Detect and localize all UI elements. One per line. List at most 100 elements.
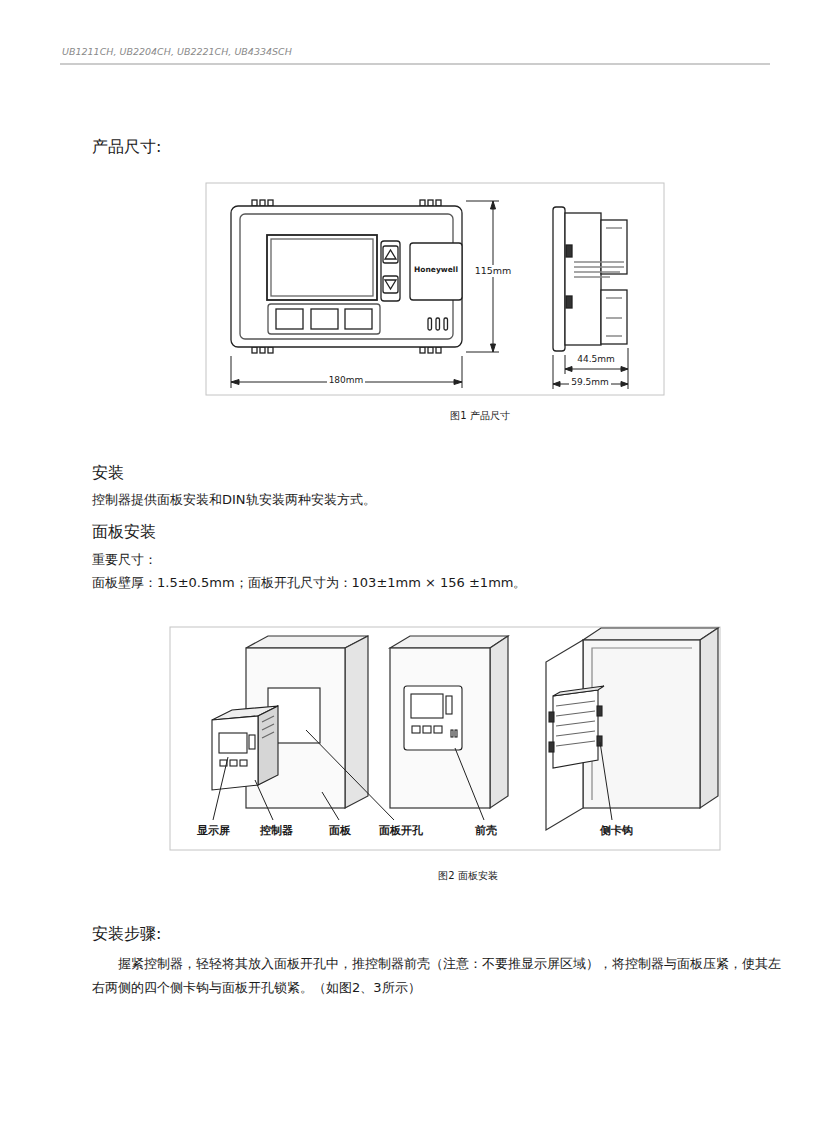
part-name: 面板 bbox=[329, 824, 351, 838]
section-heading: 安装 bbox=[92, 463, 124, 483]
header-rule bbox=[60, 64, 770, 65]
controller-behind-door bbox=[556, 731, 595, 736]
controller-side-view bbox=[601, 220, 627, 274]
dimension-lines bbox=[565, 355, 566, 374]
part-name: 控制器 bbox=[260, 824, 293, 838]
panel-box-open bbox=[546, 628, 718, 830]
dimension-lines bbox=[231, 380, 239, 385]
dimension-lines bbox=[565, 367, 572, 372]
controller-front-view bbox=[276, 309, 303, 329]
panel-box-open bbox=[583, 640, 700, 808]
dimension-label: 44.5mm bbox=[577, 354, 615, 365]
controller-behind-door bbox=[553, 686, 604, 696]
leader-lines bbox=[213, 730, 612, 820]
panel-box-2 bbox=[490, 636, 508, 808]
dimension-lines bbox=[454, 380, 462, 385]
mounted-controller bbox=[404, 686, 462, 750]
controller-front-view bbox=[383, 246, 398, 263]
dimension-lines bbox=[462, 356, 463, 388]
controller-front-view bbox=[311, 309, 338, 329]
controller-3d bbox=[249, 735, 255, 749]
page-header: UB1211CH, UB2204CH, UB2221CH, UB4334SCH bbox=[62, 46, 292, 58]
mounted-controller bbox=[423, 726, 431, 733]
controller-front-view bbox=[231, 206, 462, 347]
controller-behind-door bbox=[556, 741, 595, 746]
figure-frame bbox=[170, 627, 720, 850]
dimension-lines bbox=[553, 382, 560, 387]
dimension-lines bbox=[491, 344, 496, 352]
dimension-label: 59.5mm bbox=[569, 377, 611, 388]
part-name: 侧卡钩 bbox=[600, 824, 633, 838]
controller-front-view bbox=[420, 347, 425, 353]
mounted-controller bbox=[404, 686, 462, 750]
controller-behind-door bbox=[556, 721, 595, 726]
controller-front-view bbox=[410, 243, 462, 300]
dimension-lines bbox=[231, 356, 232, 388]
controller-behind-door bbox=[549, 686, 604, 768]
controller-front-view bbox=[436, 318, 440, 330]
controller-side-view bbox=[606, 335, 622, 336]
controller-front-view bbox=[345, 309, 372, 329]
controller-front-view bbox=[428, 200, 433, 206]
leader-lines bbox=[455, 748, 484, 820]
mounted-controller bbox=[412, 726, 420, 733]
controller-side-view bbox=[606, 227, 622, 228]
controller-front-view bbox=[267, 235, 377, 300]
dimension-lines bbox=[565, 369, 628, 370]
mounted-controller bbox=[451, 730, 453, 737]
dimension-lines bbox=[231, 201, 628, 389]
figure-frame bbox=[170, 627, 720, 850]
controller-front-view bbox=[385, 280, 396, 289]
controller-3d bbox=[219, 733, 247, 753]
controller-side-view bbox=[574, 271, 620, 273]
mounted-controller bbox=[455, 730, 457, 737]
panel-box-2 bbox=[390, 636, 508, 648]
controller-front-view bbox=[436, 200, 441, 206]
controller-front-view bbox=[268, 347, 273, 353]
leader-lines bbox=[255, 780, 273, 820]
body-text: 面板壁厚：1.5±0.5mm；面板开孔尺寸为：103±1mm × 156 ±1m… bbox=[92, 575, 526, 591]
panel-box-open bbox=[700, 628, 718, 808]
leader-lines bbox=[322, 792, 339, 820]
leader-lines bbox=[213, 757, 228, 820]
controller-front-view bbox=[252, 347, 257, 353]
controller-behind-door bbox=[556, 711, 595, 716]
panel-box-2 bbox=[390, 648, 490, 808]
controller-side-view bbox=[553, 207, 565, 351]
controller-behind-door bbox=[549, 742, 554, 752]
leader-lines bbox=[600, 742, 612, 820]
controller-front-view bbox=[381, 241, 400, 301]
controller-front-view bbox=[268, 304, 380, 334]
controller-front-view bbox=[268, 200, 273, 206]
figure-caption: 图1 产品尺寸 bbox=[450, 410, 510, 423]
controller-3d bbox=[230, 760, 237, 766]
controller-front-view bbox=[383, 276, 398, 293]
controller-side-view bbox=[566, 245, 572, 257]
controller-3d bbox=[212, 706, 278, 790]
leader-lines bbox=[306, 730, 394, 820]
controller-front-view bbox=[385, 250, 396, 259]
controller-front-view bbox=[444, 318, 448, 330]
controller-3d bbox=[262, 716, 274, 722]
controller-side-view bbox=[606, 297, 622, 298]
dimension-lines bbox=[466, 352, 499, 353]
controller-side-view bbox=[553, 207, 627, 351]
brand-logo: Honeywell bbox=[414, 265, 458, 274]
panel-box-1 bbox=[246, 648, 345, 808]
controller-behind-door bbox=[556, 701, 595, 706]
section-heading: 面板安装 bbox=[92, 522, 156, 542]
panel-box-2 bbox=[390, 636, 508, 808]
controller-front-view bbox=[271, 239, 373, 296]
controller-front-view bbox=[231, 200, 462, 353]
controller-front-view bbox=[252, 200, 257, 206]
mounted-controller bbox=[411, 694, 443, 718]
figure-caption: 图2 面板安装 bbox=[438, 870, 498, 883]
part-name: 显示屏 bbox=[197, 824, 230, 838]
controller-behind-door bbox=[549, 712, 554, 722]
controller-3d bbox=[212, 716, 258, 790]
figure-frame bbox=[206, 183, 664, 395]
mounted-controller bbox=[434, 726, 442, 733]
body-text: 控制器提供面板安装和DIN轨安装两种安装方式。 bbox=[92, 492, 376, 508]
dimension-label: 115mm bbox=[473, 265, 514, 277]
